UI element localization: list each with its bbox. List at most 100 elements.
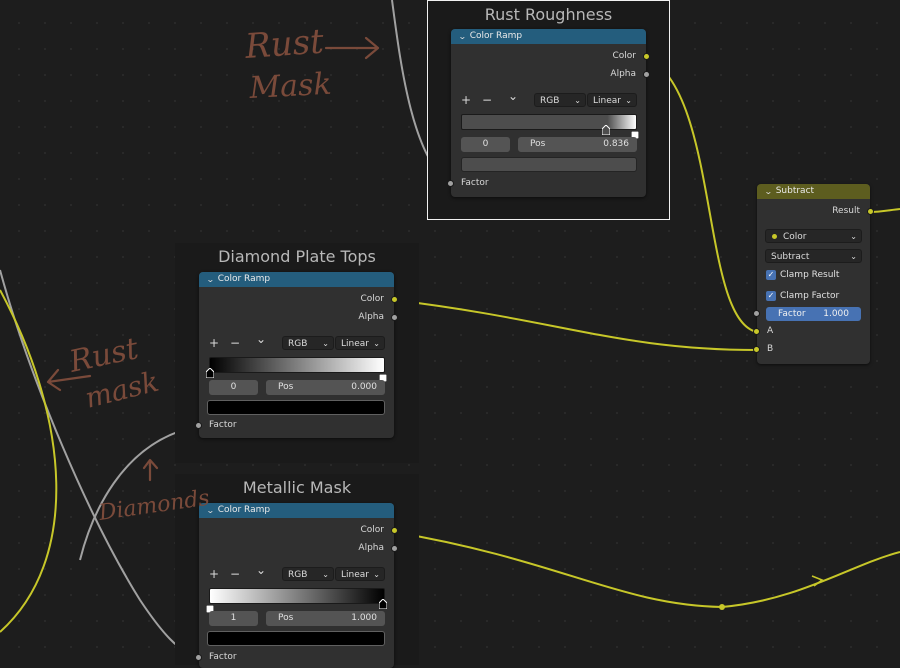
interpolation-dropdown[interactable]: Linear ⌄ [587, 93, 637, 107]
output-alpha-socket[interactable] [391, 314, 398, 321]
data-type-dropdown[interactable]: Color ⌄ [765, 229, 862, 243]
color-ramp-gradient[interactable] [209, 588, 385, 604]
stop-marker-icon [378, 598, 388, 610]
stop-marker-icon [601, 124, 611, 136]
color-mode-dropdown[interactable]: RGB ⌄ [282, 336, 334, 350]
output-alpha-label: Alpha [358, 312, 384, 322]
stop-position-field[interactable]: Pos 0.836 [518, 137, 637, 152]
annotation-rust-mask-top-line2: Mask [248, 67, 333, 106]
collapse-chevron-icon[interactable]: ⌄ [205, 506, 215, 515]
factor-label: Factor [778, 309, 806, 319]
link-left-to-metallic-factor [0, 269, 201, 658]
pos-value: 0.000 [351, 382, 377, 392]
link-left-yellow [0, 289, 58, 633]
annotation-rust-mask-left-line1: Rust [65, 331, 142, 380]
stop-position-field[interactable]: Pos 0.000 [266, 380, 385, 395]
stop-position-field[interactable]: Pos 1.000 [266, 611, 385, 626]
remove-stop-button[interactable]: − [230, 567, 241, 581]
color-ramp-node-metallic[interactable]: ⌄ Color Ramp Color Alpha + − ⌄ RGB ⌄ Lin… [195, 503, 398, 668]
frame-title: Metallic Mask [242, 478, 352, 497]
chevron-down-icon: ⌄ [322, 339, 329, 348]
stop-index-value: 0 [230, 382, 237, 392]
ramp-stop-handle[interactable] [378, 594, 388, 610]
clamp-factor-toggle[interactable]: ✓ Clamp Factor [766, 291, 839, 301]
output-alpha-label: Alpha [358, 543, 384, 553]
stop-color-swatch[interactable] [207, 631, 385, 646]
active-stop-index[interactable]: 0 [209, 380, 258, 395]
output-color-socket[interactable] [391, 527, 398, 534]
chevron-down-icon: ⌄ [574, 96, 581, 105]
blend-mode-dropdown[interactable]: Subtract ⌄ [765, 249, 862, 263]
color-ramp-gradient[interactable] [209, 357, 385, 373]
node-header[interactable]: ⌄ Color Ramp [451, 29, 646, 44]
output-color-socket[interactable] [643, 53, 650, 60]
ramp-menu-button[interactable]: ⌄ [256, 332, 267, 346]
interpolation-value: Linear [341, 570, 369, 580]
input-factor-socket[interactable] [195, 654, 202, 661]
output-color-label: Color [612, 51, 637, 61]
output-color-socket[interactable] [391, 296, 398, 303]
frame-title: Diamond Plate Tops [218, 247, 376, 266]
ramp-menu-button[interactable]: ⌄ [256, 563, 267, 577]
collapse-chevron-icon[interactable]: ⌄ [205, 275, 215, 284]
input-factor-label: Factor [209, 652, 237, 662]
annotation-rust-mask-top-line1: Rust [243, 22, 326, 67]
output-alpha-socket[interactable] [391, 545, 398, 552]
active-stop-index[interactable]: 0 [461, 137, 510, 152]
clamp-result-toggle[interactable]: ✓ Clamp Result [766, 270, 839, 280]
color-mode-dropdown[interactable]: RGB ⌄ [534, 93, 586, 107]
color-ramp-node-diamond[interactable]: ⌄ Color Ramp Color Alpha + − ⌄ RGB ⌄ Lin… [195, 272, 398, 438]
remove-stop-button[interactable]: − [230, 336, 241, 350]
check-icon[interactable]: ✓ [766, 270, 776, 280]
remove-stop-button[interactable]: − [482, 93, 493, 107]
add-stop-button[interactable]: + [209, 567, 220, 581]
pos-label: Pos [278, 382, 294, 392]
color-mode-dropdown[interactable]: RGB ⌄ [282, 567, 334, 581]
active-stop-index[interactable]: 1 [209, 611, 258, 626]
node-header[interactable]: ⌄ Subtract [757, 184, 870, 199]
stop-color-swatch[interactable] [207, 400, 385, 415]
output-result-label: Result [832, 206, 860, 216]
stop-index-value: 0 [482, 139, 489, 149]
add-stop-button[interactable]: + [209, 336, 220, 350]
subtract-mix-node[interactable]: ⌄ Subtract Result Color ⌄ Subtract ⌄ ✓ C… [753, 184, 874, 364]
color-ramp-gradient[interactable] [461, 114, 637, 130]
input-a-socket[interactable] [753, 328, 760, 335]
reroute-point [719, 604, 725, 610]
interpolation-dropdown[interactable]: Linear ⌄ [335, 567, 385, 581]
stop-color-swatch[interactable] [461, 157, 637, 172]
input-factor-socket[interactable] [195, 422, 202, 429]
output-alpha-socket[interactable] [643, 71, 650, 78]
output-color-label: Color [360, 294, 385, 304]
input-factor-label: Factor [461, 178, 489, 188]
ramp-stop-handle[interactable] [205, 598, 215, 614]
node-title: Color Ramp [217, 274, 271, 284]
annotation-rust-mask-left-line2: mask [82, 365, 162, 415]
ramp-stop-handle[interactable] [601, 120, 611, 136]
interpolation-value: Linear [593, 96, 621, 106]
color-ramp-node-rust[interactable]: ⌄ Color Ramp Color Alpha + − ⌄ RGB ⌄ Lin… [447, 29, 650, 197]
factor-value: 1.000 [823, 309, 849, 319]
output-result-socket[interactable] [867, 208, 874, 215]
node-header[interactable]: ⌄ Color Ramp [199, 272, 394, 287]
input-factor-socket[interactable] [753, 310, 760, 317]
collapse-chevron-icon[interactable]: ⌄ [457, 32, 467, 41]
input-b-socket[interactable] [753, 346, 760, 353]
collapse-chevron-icon[interactable]: ⌄ [763, 187, 773, 196]
ramp-stop-handle[interactable] [378, 367, 388, 383]
frame-title: Rust Roughness [484, 5, 613, 24]
add-stop-button[interactable]: + [461, 93, 472, 107]
node-header[interactable]: ⌄ Color Ramp [199, 503, 394, 518]
annotation-arrow-up-icon [142, 458, 159, 482]
ramp-menu-button[interactable]: ⌄ [508, 89, 519, 103]
interpolation-dropdown[interactable]: Linear ⌄ [335, 336, 385, 350]
pos-label: Pos [278, 613, 294, 623]
factor-field[interactable]: Factor 1.000 [766, 307, 861, 321]
ramp-stop-handle[interactable] [630, 124, 640, 140]
clamp-result-label: Clamp Result [780, 270, 840, 280]
annotation-arrow-right-icon [324, 36, 380, 60]
output-alpha-label: Alpha [610, 69, 636, 79]
input-factor-socket[interactable] [447, 180, 454, 187]
ramp-stop-handle[interactable] [205, 363, 215, 379]
check-icon[interactable]: ✓ [766, 291, 776, 301]
